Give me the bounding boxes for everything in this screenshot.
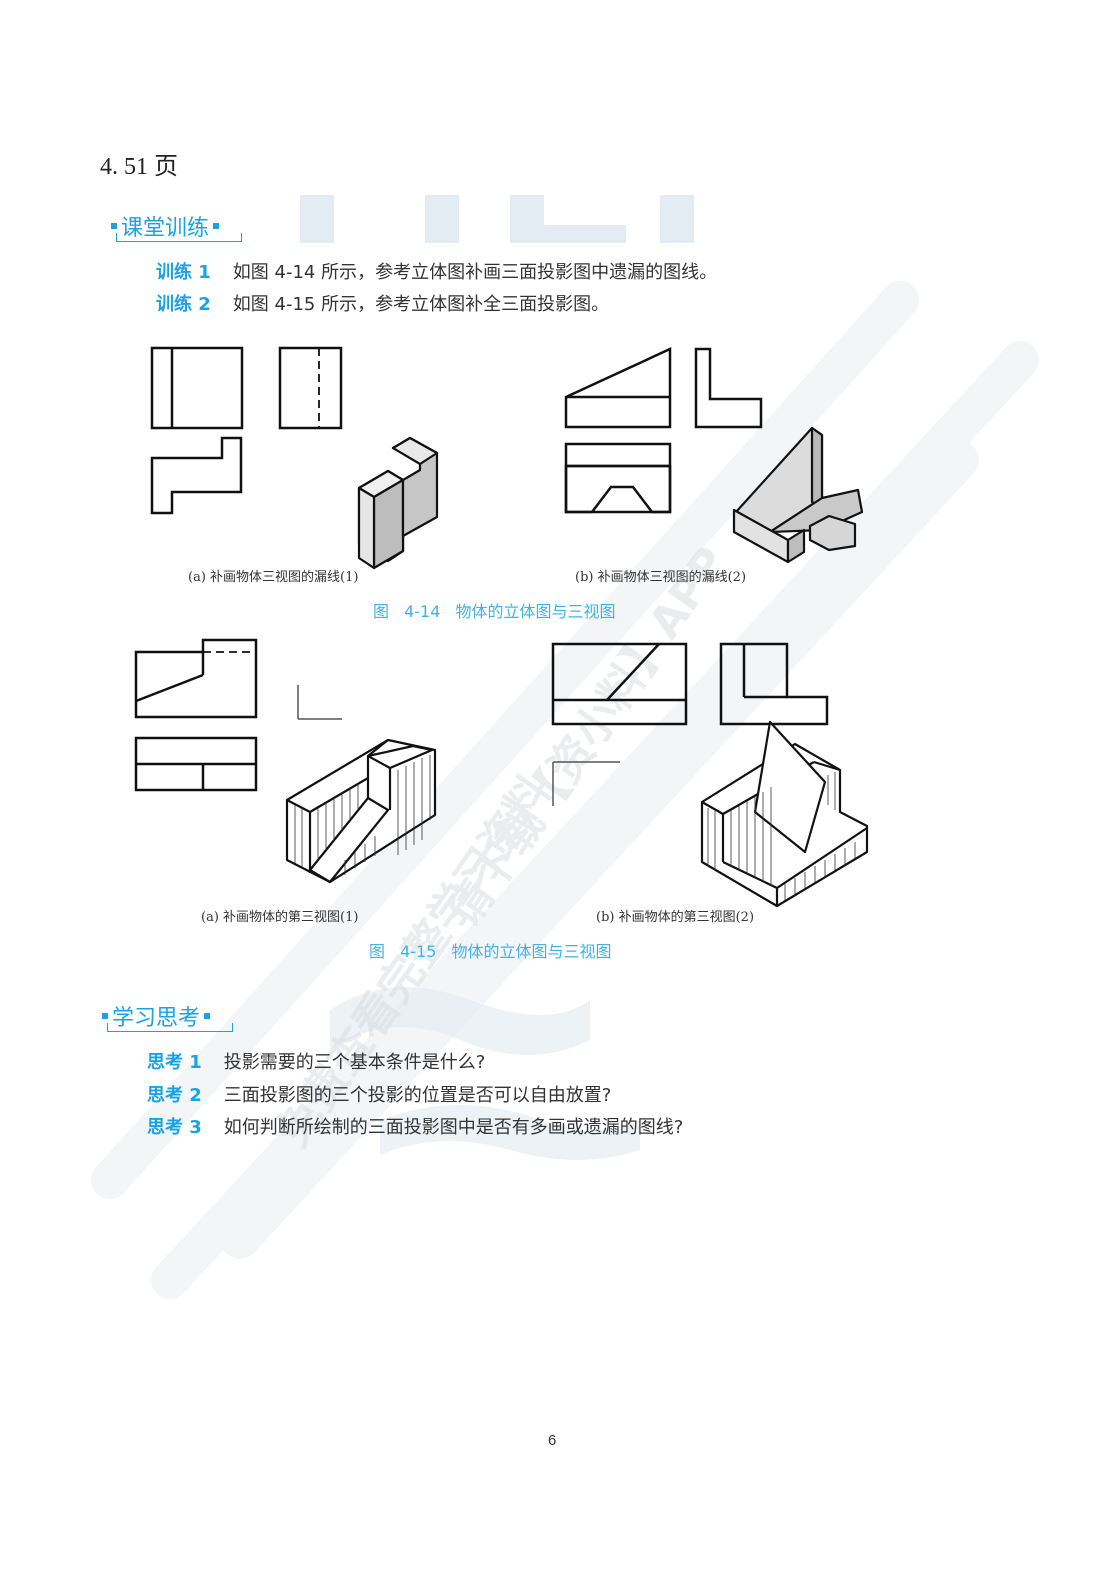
thinking-tag: 思考 3 (147, 1117, 202, 1138)
section-title-text: 学习思考 (112, 1006, 201, 1031)
section-title-training: 课堂训练 (111, 210, 220, 242)
training-item-1: 训练 1 如图 4-14 所示，参考立体图补画三面投影图中遗漏的图线。 (156, 258, 717, 284)
figure-4-15-caption: 图 4-15 物体的立体图与三视图 (369, 942, 612, 961)
figure-4-14b-caption: (b) 补画物体三视图的漏线(2) (575, 570, 747, 585)
figure-4-15a-drawing (134, 638, 437, 884)
training-item-2: 训练 2 如图 4-15 所示，参考立体图补全三面投影图。 (156, 290, 609, 316)
thinking-text: 三面投影图的三个投影的位置是否可以自由放置? (223, 1085, 612, 1106)
thinking-item-2: 思考 2 三面投影图的三个投影的位置是否可以自由放置? (147, 1081, 611, 1107)
page-number: 6 (548, 1432, 557, 1449)
thinking-item-1: 思考 1 投影需要的三个基本条件是什么? (147, 1048, 485, 1074)
section-underline (116, 233, 242, 242)
section-title-thinking: 学习思考 (102, 1000, 211, 1032)
training-text: 如图 4-15 所示，参考立体图补全三面投影图。 (232, 294, 610, 315)
figure-4-14a-drawing (150, 346, 439, 570)
bullet-square-icon (213, 223, 220, 229)
section-underline (107, 1023, 233, 1032)
thinking-tag: 思考 1 (147, 1052, 202, 1073)
figure-4-15b-drawing (551, 642, 869, 908)
training-tag: 训练 2 (156, 294, 211, 315)
figure-4-14a-caption: (a) 补画物体三视图的漏线(1) (188, 570, 359, 585)
figure-4-14b-drawing (564, 347, 864, 564)
section-title-text: 课堂训练 (121, 216, 210, 241)
figure-4-14-caption: 图 4-14 物体的立体图与三视图 (373, 602, 616, 621)
thinking-text: 如何判断所绘制的三面投影图中是否有多画或遗漏的图线? (223, 1117, 684, 1138)
thinking-tag: 思考 2 (147, 1085, 202, 1106)
bullet-square-icon (111, 223, 117, 229)
bullet-square-icon (204, 1013, 211, 1019)
thinking-text: 投影需要的三个基本条件是什么? (223, 1052, 486, 1073)
training-text: 如图 4-14 所示，参考立体图补画三面投影图中遗漏的图线。 (232, 262, 718, 283)
page-heading: 4. 51 页 (100, 154, 178, 180)
figure-4-15b-caption: (b) 补画物体的第三视图(2) (596, 910, 755, 925)
training-tag: 训练 1 (156, 262, 211, 283)
thinking-item-3: 思考 3 如何判断所绘制的三面投影图中是否有多画或遗漏的图线? (147, 1113, 683, 1139)
figure-4-15a-caption: (a) 补画物体的第三视图(1) (201, 910, 359, 925)
bullet-square-icon (102, 1013, 108, 1019)
